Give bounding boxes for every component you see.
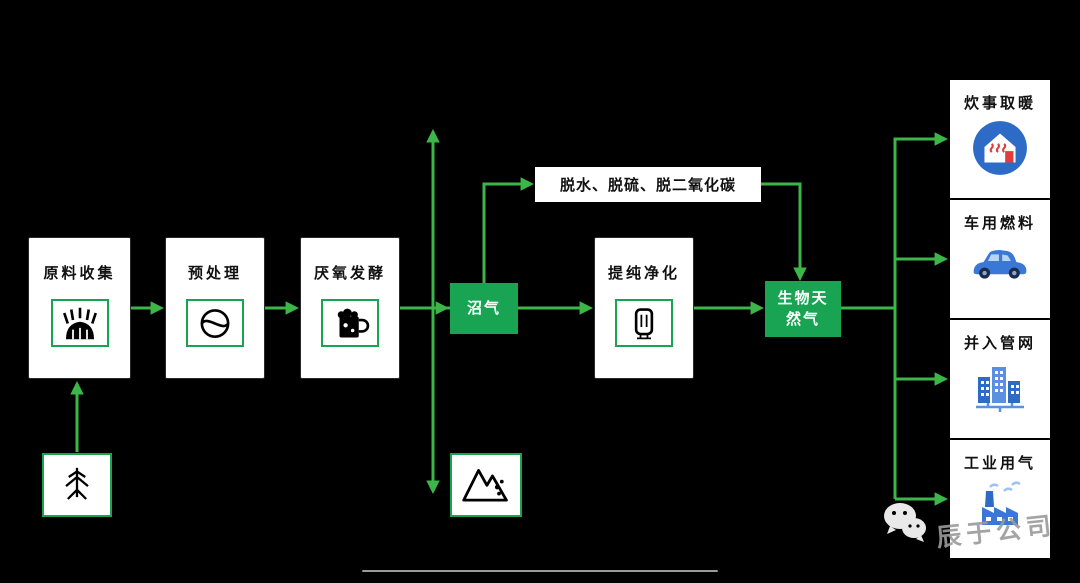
straw-pile-icon <box>50 299 109 347</box>
use-industrial-gas-label: 工业用气 <box>963 455 1036 472</box>
node-purify-label: 提纯净化 <box>607 265 680 282</box>
node-bng-label-line2: 然气 <box>785 311 820 328</box>
node-collect: 原料收集 <box>28 237 131 379</box>
house-heating-icon <box>971 119 1029 177</box>
mixer-circle-icon <box>186 299 244 347</box>
node-biogas: 沼气 <box>450 283 518 334</box>
end-uses-column: 炊事取暖 车用燃料 <box>950 80 1050 558</box>
node-pretreat: 预处理 <box>165 237 265 379</box>
watermark: 辰于公司 <box>880 498 1058 553</box>
node-bng-label-line1: 生物天 <box>777 290 829 307</box>
use-vehicle-fuel: 车用燃料 <box>950 200 1050 318</box>
use-vehicle-fuel-label: 车用燃料 <box>963 215 1036 232</box>
use-cooking-heating-label: 炊事取暖 <box>963 95 1036 112</box>
tree-branch-icon <box>55 464 99 506</box>
watermark-company-name: 辰于公司 <box>935 511 1058 553</box>
wechat-icon <box>880 498 928 551</box>
car-icon <box>969 239 1031 283</box>
use-cooking-heating: 炊事取暖 <box>950 80 1050 198</box>
factory-icon <box>972 479 1028 535</box>
use-grid-injection-label: 并入管网 <box>963 335 1036 352</box>
use-grid-injection: 并入管网 <box>950 320 1050 438</box>
node-scrub-label: 脱水、脱硫、脱二氧化碳 <box>559 177 736 194</box>
node-scrub: 脱水、脱硫、脱二氧化碳 <box>535 167 761 202</box>
mountain-landfill-icon <box>460 461 512 509</box>
node-collect-label: 原料收集 <box>43 265 116 282</box>
feedstock-box <box>42 453 112 517</box>
use-industrial-gas: 工业用气 <box>950 440 1050 558</box>
node-bng: 生物天 然气 <box>765 281 841 337</box>
node-purify: 提纯净化 <box>594 237 694 379</box>
city-pipeline-icon <box>972 359 1028 415</box>
residue-box <box>450 453 522 517</box>
node-pretreat-label: 预处理 <box>187 265 242 282</box>
arrow-bng-to-cooking <box>840 132 949 310</box>
node-ferment: 厌氧发酵 <box>300 237 400 379</box>
purifier-column-icon <box>615 299 673 347</box>
arrow-scrub-to-bng <box>760 182 807 282</box>
node-ferment-label: 厌氧发酵 <box>313 265 386 282</box>
node-biogas-label: 沼气 <box>466 300 501 317</box>
bottom-divider <box>362 570 718 572</box>
arrow-biogas-to-scrub <box>482 177 535 283</box>
fermentation-mug-icon <box>321 299 379 347</box>
arrow-biogas-up <box>426 128 450 310</box>
